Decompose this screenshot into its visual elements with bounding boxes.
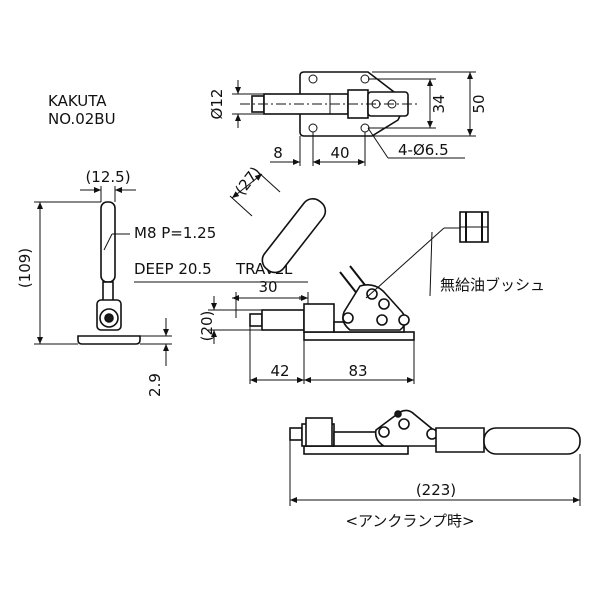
- dim-total-length: (223): [416, 481, 456, 499]
- travel-value: 30: [258, 278, 277, 296]
- dim-hole-pitch: 34: [430, 94, 448, 113]
- dim-hole-spacing: 40: [330, 144, 349, 162]
- front-guide-block: [303, 303, 335, 333]
- dim-side-width: (12.5): [85, 168, 130, 186]
- top-view: Ø12 34 50 8 40 4-Ø6.5: [208, 71, 488, 166]
- unclamped-handle: [483, 427, 581, 455]
- maker-label: KAKUTA: [48, 92, 107, 110]
- dim-edge-offset: 8: [273, 144, 283, 162]
- dim-front-right: 83: [348, 362, 367, 380]
- unclamped-base: [303, 445, 409, 455]
- unclamped-caption: <アンクランプ時>: [345, 512, 474, 530]
- model-label: NO.02BU: [48, 110, 116, 128]
- dim-side-height: (109): [16, 248, 34, 288]
- dim-hole-spec: 4-Ø6.5: [398, 141, 449, 159]
- dim-plate-height: 50: [470, 94, 488, 113]
- mount-hole: [308, 74, 318, 84]
- front-handle: [261, 198, 327, 274]
- front-plunger-tip: [249, 313, 263, 327]
- side-base: [77, 335, 141, 345]
- dim-rod-diameter: Ø12: [208, 89, 226, 120]
- thread-notes: M8 P=1.25 DEEP 20.5 TRAVEL 30: [103, 224, 308, 296]
- thread-depth: DEEP 20.5: [134, 260, 212, 278]
- dim-base-thickness: 2.9: [146, 373, 164, 397]
- thread-spec: M8 P=1.25: [134, 224, 216, 242]
- front-view: (27) (20) 42 83 無給油ブッシュ: [198, 163, 545, 384]
- front-plunger-rod: [261, 309, 305, 331]
- bushing-label: 無給油ブッシュ: [440, 276, 545, 294]
- dim-handle-width: (27): [231, 163, 264, 198]
- unclamped-view: (223) <アンクランプ時>: [289, 409, 581, 530]
- dim-rod-height: (20): [198, 311, 216, 342]
- front-base: [303, 331, 415, 341]
- dim-front-left: 42: [270, 362, 289, 380]
